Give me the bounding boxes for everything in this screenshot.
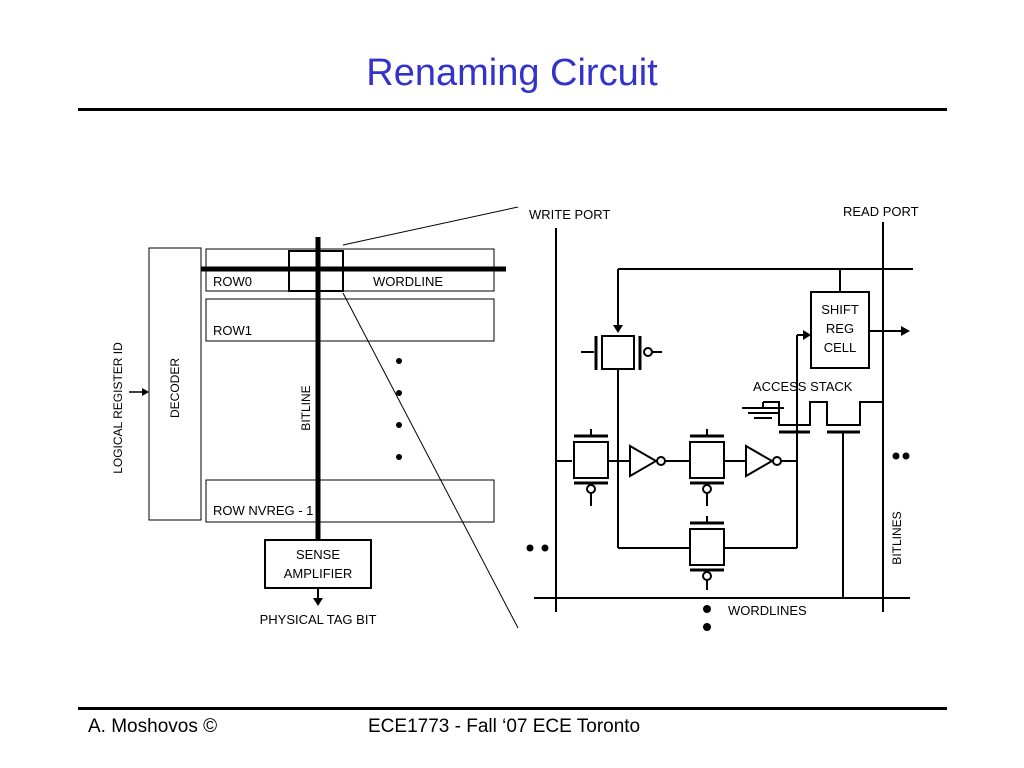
shift-reg-label-1: SHIFT	[821, 302, 859, 317]
cell-detail-section: WRITE PORT READ PORT	[526, 204, 919, 631]
top-wire-arrowhead	[613, 325, 623, 333]
write-port-label: WRITE PORT	[529, 207, 610, 222]
slide-title: Renaming Circuit	[366, 52, 658, 94]
row-nvreg-label: ROW NVREG - 1	[213, 503, 313, 518]
inverter-1-bubble	[656, 456, 666, 466]
rows-ellipsis-dot	[396, 422, 402, 428]
to-shift-reg-arrowhead	[803, 330, 811, 340]
physical-tag-bit-label: PHYSICAL TAG BIT	[260, 612, 377, 627]
mid-transistor	[689, 441, 725, 479]
bitline-label: BITLINE	[299, 385, 313, 430]
rows-ellipsis-dot	[396, 454, 402, 460]
shift-reg-output-arrowhead	[901, 326, 910, 336]
inverter-2-bubble	[772, 456, 782, 466]
logical-register-id-label: LOGICAL REGISTER ID	[111, 342, 125, 474]
bottom-transistor	[689, 528, 725, 566]
row1-label: ROW1	[213, 323, 252, 338]
shift-reg-cell-box	[810, 291, 870, 369]
write-transistor-body	[601, 335, 635, 370]
bitlines-label: BITLINES	[890, 511, 904, 564]
wordlines-label: WORDLINES	[728, 603, 807, 618]
left-ellipsis-dot	[541, 544, 549, 552]
row-nvreg-box	[205, 479, 495, 523]
footer-author: A. Moshovos ©	[88, 716, 218, 737]
decoder-label: DECODER	[168, 358, 182, 418]
selected-cell-box	[288, 250, 344, 292]
row0-label: ROW0	[213, 274, 252, 289]
shift-reg-label-3: CELL	[824, 340, 857, 355]
right-ellipsis-dot	[902, 452, 910, 460]
sense-amplifier-label-2: AMPLIFIER	[284, 566, 353, 581]
write-transistor-bubble	[643, 347, 653, 357]
bottom-transistor-bubble	[702, 571, 712, 581]
title-divider	[78, 108, 947, 111]
read-port-label: READ PORT	[843, 204, 919, 219]
left-stack-bubble	[586, 484, 596, 494]
left-ellipsis-dot	[526, 544, 534, 552]
wordlines-dot	[703, 623, 711, 631]
rows-ellipsis-dot	[396, 358, 402, 364]
shift-reg-label-2: REG	[826, 321, 854, 336]
right-ellipsis-dot	[892, 452, 900, 460]
decoder-box	[148, 247, 202, 521]
wordline-label: WORDLINE	[373, 274, 443, 289]
register-id-arrowhead	[142, 388, 149, 396]
left-stack-transistor	[573, 441, 609, 479]
zoom-line-bottom	[342, 292, 519, 629]
inverter-2	[745, 444, 775, 478]
tag-bit-arrowhead	[313, 598, 323, 606]
access-stack-wire	[763, 401, 883, 426]
footer-course: ECE1773 - Fall ‘07 ECE Toronto	[368, 716, 641, 737]
rows-ellipsis-dot	[396, 390, 402, 396]
mid-transistor-bubble	[702, 484, 712, 494]
register-file-section: LOGICAL REGISTER ID DECODER ROW0 WORDLIN…	[111, 206, 519, 629]
inverter-1	[629, 444, 659, 478]
zoom-line-top	[342, 206, 519, 246]
access-stack-label: ACCESS STACK	[753, 379, 853, 394]
sense-amplifier-label-1: SENSE	[296, 547, 340, 562]
wordlines-dot	[703, 605, 711, 613]
footer-divider	[78, 707, 947, 710]
